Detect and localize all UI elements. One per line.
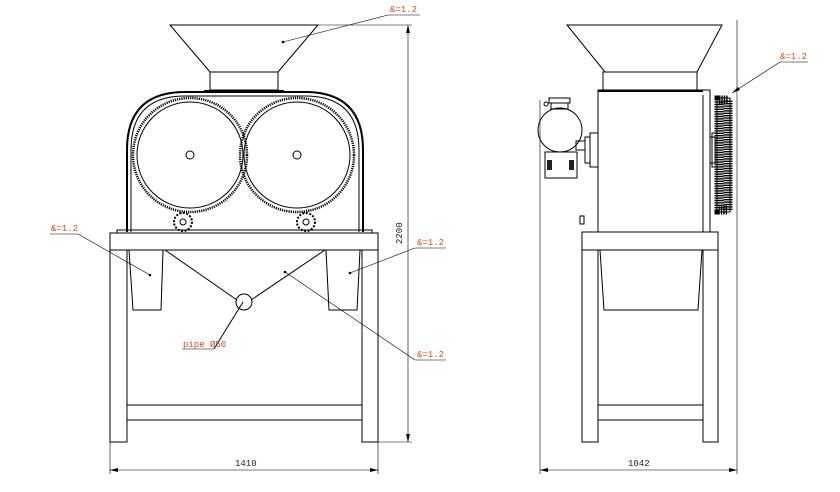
crossbar [126, 404, 363, 421]
height-dimension: 2200 [395, 222, 405, 244]
right-bin [325, 249, 361, 311]
side-width-dimension: 1042 [628, 459, 650, 469]
motor [537, 97, 599, 179]
drive-gear-wheel [714, 95, 733, 215]
side-body [597, 89, 711, 233]
roller-housing [126, 91, 364, 232]
left-leg [109, 249, 128, 443]
left-small-gear [173, 212, 193, 232]
chute-left [164, 249, 238, 301]
left-bin [128, 249, 164, 311]
side-frame-top [581, 231, 719, 251]
side-crossbar [597, 404, 704, 421]
front-view: &=1.2 &=1.2 &=1.2 &=1.2 pipe Ø50 2200 14… [50, 5, 446, 474]
right-roller-gear [238, 96, 356, 214]
right-small-gear [296, 212, 316, 232]
front-width-dimension: 1410 [235, 459, 257, 469]
frame-top [109, 232, 379, 251]
side-left-leg [581, 249, 599, 443]
right-leg [361, 249, 379, 443]
hopper-thickness-label: &=1.2 [390, 5, 417, 15]
outlet-pipe [235, 293, 253, 311]
hopper [168, 24, 320, 73]
left-bin-thickness-label: &=1.2 [51, 224, 78, 234]
side-hopper [565, 24, 723, 73]
chute-thickness-label: &=1.2 [417, 350, 444, 360]
side-right-leg [702, 249, 719, 443]
chute-right [250, 249, 326, 301]
side-view: 1042 &=1.2 [537, 20, 808, 474]
pipe-label: pipe Ø50 [183, 340, 226, 350]
right-bin-thickness-label: &=1.2 [417, 238, 444, 248]
gear-guard-thickness-label: &=1.2 [780, 52, 807, 62]
left-roller-gear [131, 96, 249, 214]
hopper-neck [209, 71, 279, 91]
side-bin [599, 249, 703, 311]
